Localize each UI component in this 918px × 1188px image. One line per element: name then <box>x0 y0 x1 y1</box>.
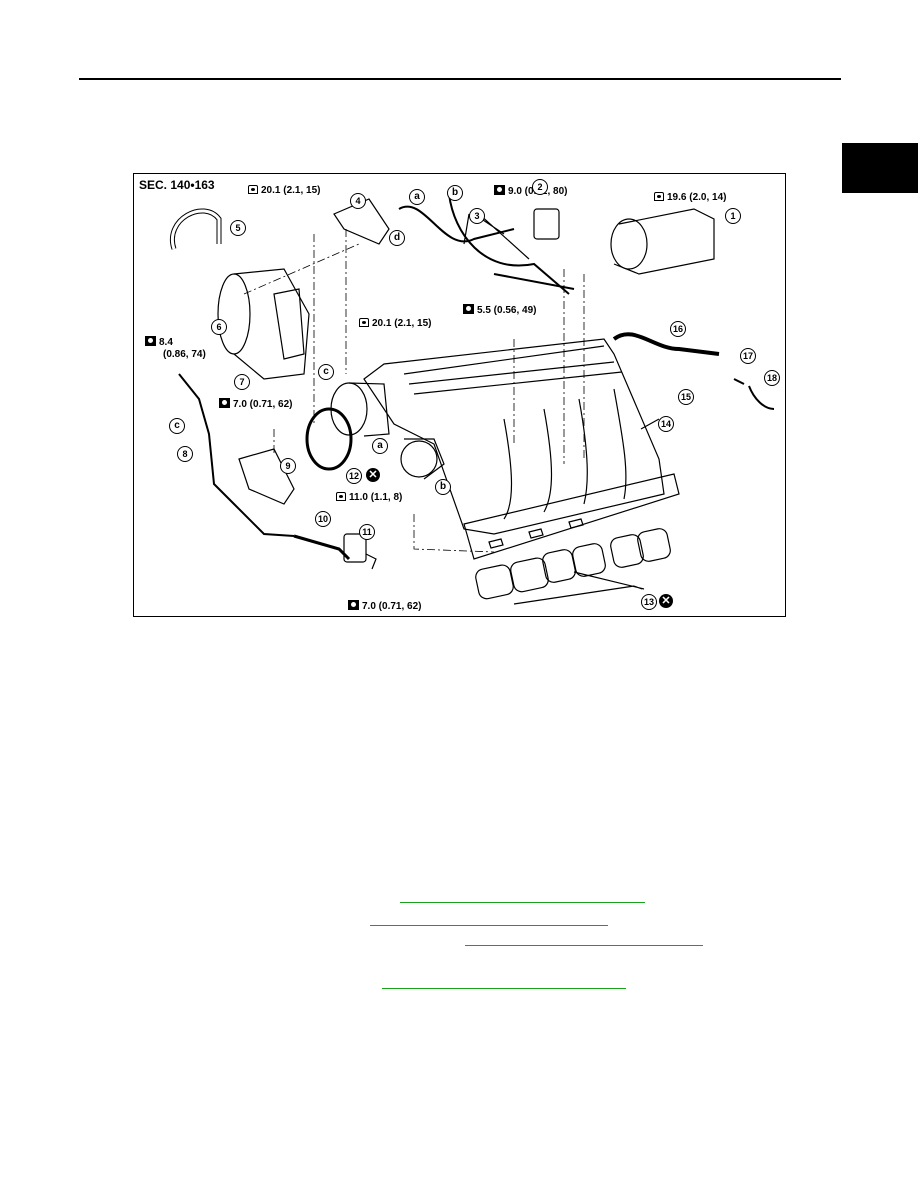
callout-10: 10 <box>315 511 331 527</box>
torque-spec-continued: (0.86, 74) <box>163 349 206 360</box>
replace-part-icon: ✕ <box>366 468 380 482</box>
callout-9: 9 <box>280 458 296 474</box>
callout-3: 3 <box>469 208 485 224</box>
exploded-diagram: SEC. 140•163 20.1 (2.1, 15) 9.0 (0.92, 8… <box>133 173 786 617</box>
torque-open-icon <box>654 192 664 201</box>
callout-12: 12 <box>346 468 362 484</box>
section-label: SEC. 140•163 <box>139 178 215 192</box>
reference-link[interactable] <box>382 988 626 989</box>
torque-solid-icon <box>145 336 156 346</box>
torque-solid-icon <box>494 185 505 195</box>
callout-11: 11 <box>359 524 375 540</box>
torque-spec: 11.0 (1.1, 8) <box>336 492 402 504</box>
connector-c: c <box>169 418 185 434</box>
torque-spec: 9.0 (0.92, 80) <box>494 185 567 198</box>
callout-8: 8 <box>177 446 193 462</box>
torque-solid-icon <box>219 398 230 408</box>
section-tab <box>842 143 918 193</box>
header-rule <box>79 78 841 80</box>
connector-a: a <box>372 438 388 454</box>
torque-solid-icon <box>348 600 359 610</box>
callout-16: 16 <box>670 321 686 337</box>
torque-spec: 7.0 (0.71, 62) <box>348 600 421 613</box>
callout-2: 2 <box>532 179 548 195</box>
callout-4: 4 <box>350 193 366 209</box>
torque-spec: 20.1 (2.1, 15) <box>248 185 320 197</box>
connector-c: c <box>318 364 334 380</box>
torque-solid-icon <box>463 304 474 314</box>
connector-a: a <box>409 189 425 205</box>
torque-open-icon <box>248 185 258 194</box>
diagram-drawing <box>169 193 775 605</box>
torque-open-icon <box>359 318 369 327</box>
callout-13: 13 <box>641 594 657 610</box>
reference-link[interactable] <box>465 945 703 946</box>
connector-b: b <box>435 479 451 495</box>
callout-5: 5 <box>230 220 246 236</box>
torque-spec: 20.1 (2.1, 15) <box>359 318 431 330</box>
callout-7: 7 <box>234 374 250 390</box>
callout-17: 17 <box>740 348 756 364</box>
callout-15: 15 <box>678 389 694 405</box>
replace-part-icon: ✕ <box>659 594 673 608</box>
reference-link[interactable] <box>370 925 608 926</box>
callout-1: 1 <box>725 208 741 224</box>
reference-link[interactable] <box>400 902 645 903</box>
callout-6: 6 <box>211 319 227 335</box>
torque-spec: 8.4 <box>145 336 173 349</box>
connector-b: b <box>447 185 463 201</box>
torque-open-icon <box>336 492 346 501</box>
callout-18: 18 <box>764 370 780 386</box>
connector-d: d <box>389 230 405 246</box>
torque-spec: 19.6 (2.0, 14) <box>654 192 726 204</box>
torque-spec: 5.5 (0.56, 49) <box>463 304 536 317</box>
torque-spec: 7.0 (0.71, 62) <box>219 398 292 411</box>
callout-14: 14 <box>658 416 674 432</box>
